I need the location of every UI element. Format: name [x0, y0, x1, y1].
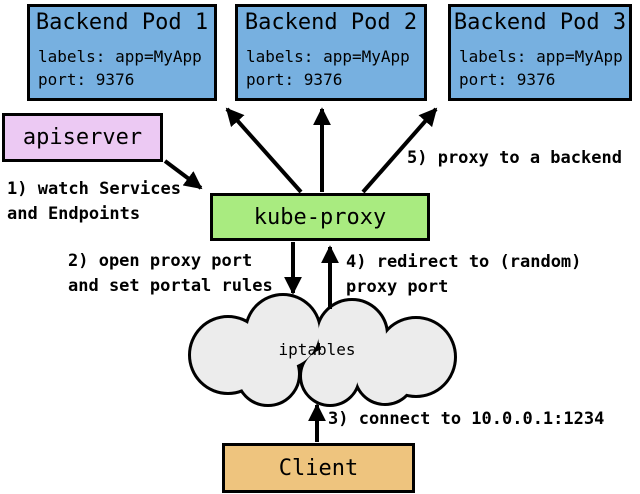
step-1-label: 1) watch Services and Endpoints	[7, 177, 181, 227]
step-5-line-1: 5) proxy to a backend	[407, 148, 622, 168]
kube-proxy-box: kube-proxy	[210, 193, 430, 241]
step-3-line-1: 3) connect to 10.0.0.1:1234	[328, 409, 605, 429]
backend-pod-3-port: port: 9376	[459, 70, 556, 89]
iptables-cloud	[188, 293, 457, 407]
backend-pod-1-labels: labels: app=MyApp	[38, 47, 202, 66]
step-4-line-1: 4) redirect to (random)	[346, 252, 582, 272]
step-2-line-2: and set portal rules	[68, 276, 273, 296]
backend-pod-2-labels: labels: app=MyApp	[246, 47, 410, 66]
backend-pod-2-title: Backend Pod 2	[244, 10, 418, 35]
backend-pod-1-port: port: 9376	[38, 70, 135, 89]
step-4-label: 4) redirect to (random) proxy port	[346, 250, 581, 300]
step-5-label: 5) proxy to a backend	[407, 146, 622, 171]
backend-pod-3-title: Backend Pod 3	[453, 10, 627, 35]
arrow-proxy-to-pod-3	[361, 107, 438, 194]
step-2-line-1: 2) open proxy port	[68, 251, 253, 271]
client-box: Client	[222, 443, 415, 493]
backend-pod-3-labels: labels: app=MyApp	[459, 47, 623, 66]
client-label: Client	[278, 455, 359, 481]
step-2-label: 2) open proxy port and set portal rules	[68, 249, 273, 299]
backend-pod-1-title: Backend Pod 1	[35, 10, 209, 35]
step-4-line-2: proxy port	[346, 277, 449, 297]
arrow-proxy-to-pod-1	[225, 107, 303, 194]
apiserver-box: apiserver	[2, 113, 163, 162]
backend-pod-1-box: Backend Pod 1 labels: app=MyApp port: 93…	[27, 4, 217, 101]
step-1-line-2: and Endpoints	[7, 204, 141, 224]
arrow-watch-apiserver-to-kubeproxy	[163, 159, 203, 190]
backend-pod-2-port: port: 9376	[246, 70, 343, 89]
apiserver-label: apiserver	[22, 125, 143, 150]
step-1-line-1: 1) watch Services	[7, 179, 181, 199]
backend-pod-3-box: Backend Pod 3 labels: app=MyApp port: 93…	[448, 4, 632, 101]
backend-pod-2-box: Backend Pod 2 labels: app=MyApp port: 93…	[235, 4, 427, 101]
kube-proxy-label: kube-proxy	[253, 204, 387, 230]
step-3-label: 3) connect to 10.0.0.1:1234	[328, 407, 604, 432]
iptables-label: iptables	[278, 340, 356, 359]
